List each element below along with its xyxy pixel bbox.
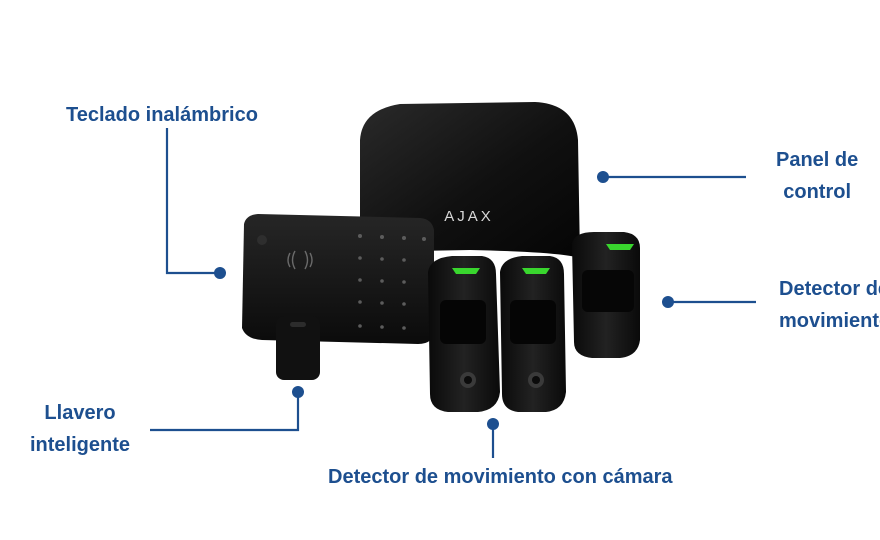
label-motion-cam: Detector de movimiento con cámara	[328, 461, 673, 493]
led-indicator	[522, 268, 550, 274]
label-fob-line2: inteligente	[30, 434, 131, 456]
leader-lines	[150, 128, 756, 458]
nfc-icon	[287, 250, 313, 270]
label-motion-detector: Detector de movimiento	[779, 273, 880, 337]
leader-dots	[214, 171, 674, 430]
motion-detector	[572, 232, 640, 358]
label-motion-line2: movimiento	[779, 310, 880, 332]
label-keypad: Teclado inalámbrico	[66, 99, 258, 131]
keypad-keys	[358, 234, 426, 330]
circle-dot-icon	[662, 296, 674, 308]
label-hub: Panel de control	[776, 144, 858, 208]
leader-fob	[150, 392, 300, 432]
led-indicator	[452, 268, 480, 274]
circle-dot-icon	[597, 171, 609, 183]
keyfob-device	[276, 316, 320, 380]
hub-logo: AJAX	[444, 208, 494, 225]
leader-keypad	[165, 128, 220, 275]
label-motion-line1: Detector de	[779, 278, 880, 300]
label-motion-cam-text: Detector de movimiento con cámara	[328, 466, 673, 488]
keypad-sensor	[257, 235, 267, 245]
circle-dot-icon	[487, 418, 499, 430]
circle-dot-icon	[214, 267, 226, 279]
keypad-device	[242, 214, 434, 344]
label-fob-line1: Llavero	[44, 402, 116, 424]
label-hub-line1: Panel de	[776, 149, 859, 171]
circle-dot-icon	[292, 386, 304, 398]
led-indicator	[606, 244, 634, 250]
motion-cam-detector-right	[500, 256, 566, 412]
label-keyfob: Llavero inteligente	[30, 397, 130, 461]
label-keypad-text: Teclado inalámbrico	[66, 104, 258, 126]
motion-cam-detector-left	[428, 256, 500, 412]
label-hub-line2: control	[783, 181, 852, 203]
